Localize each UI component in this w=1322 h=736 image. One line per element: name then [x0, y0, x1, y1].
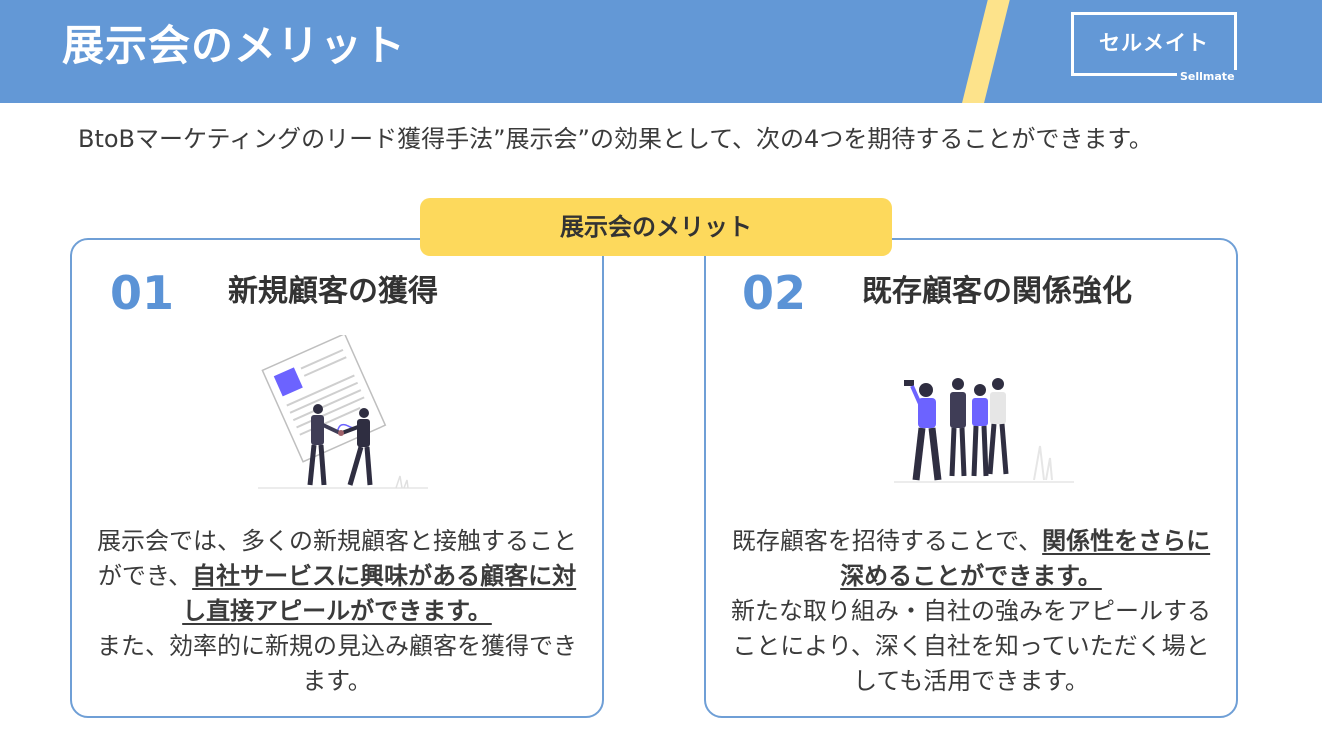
header-bar: 展示会のメリット セルメイト Sellmate: [0, 0, 1322, 103]
body-text: 展示会では、多くの新規顧客と接触することができ、: [97, 527, 577, 590]
handshake-contract-icon: [258, 335, 428, 489]
intro-text: BtoBマーケティングのリード獲得手法”展示会”の効果として、次の4つを期待する…: [78, 125, 1153, 153]
group-selfie-icon: [894, 378, 1074, 483]
card-title: 既存顧客の関係強化: [862, 274, 1132, 309]
page-title: 展示会のメリット: [62, 21, 407, 70]
body-text: 既存顧客を招待することで、: [731, 527, 1043, 555]
logo-subtitle: Sellmate: [1177, 70, 1238, 83]
body-text: また、効率的に新規の見込み顧客を獲得できます。: [97, 632, 577, 695]
card-body: 展示会では、多くの新規顧客と接触することができ、自社サービスに興味がある顧客に対…: [92, 524, 582, 699]
decorative-stripe: [957, 0, 1013, 103]
section-badge: 展示会のメリット: [420, 198, 892, 256]
card-number: 02: [742, 266, 807, 320]
logo-text: セルメイト: [1099, 31, 1209, 55]
body-text: 新たな取り組み・自社の強みをアピールすることにより、深く自社を知っていただく場と…: [731, 597, 1211, 695]
card-number: 01: [110, 266, 175, 320]
body-emphasis: 自社サービスに興味がある顧客に対し直接アピールができます。: [182, 562, 577, 625]
body-emphasis: 関係性をさらに深めることができます。: [840, 527, 1211, 590]
logo: セルメイト: [1071, 12, 1237, 76]
merit-card-2: 02 既存顧客の関係強化 既存顧客を招待することで、関係性をさらに深めることがで…: [704, 238, 1238, 718]
merit-card-1: 01 新規顧客の獲得 展示会では、多くの新規顧: [70, 238, 604, 718]
card-title: 新規顧客の獲得: [228, 274, 438, 309]
card-body: 既存顧客を招待することで、関係性をさらに深めることができます。新たな取り組み・自…: [726, 524, 1216, 699]
